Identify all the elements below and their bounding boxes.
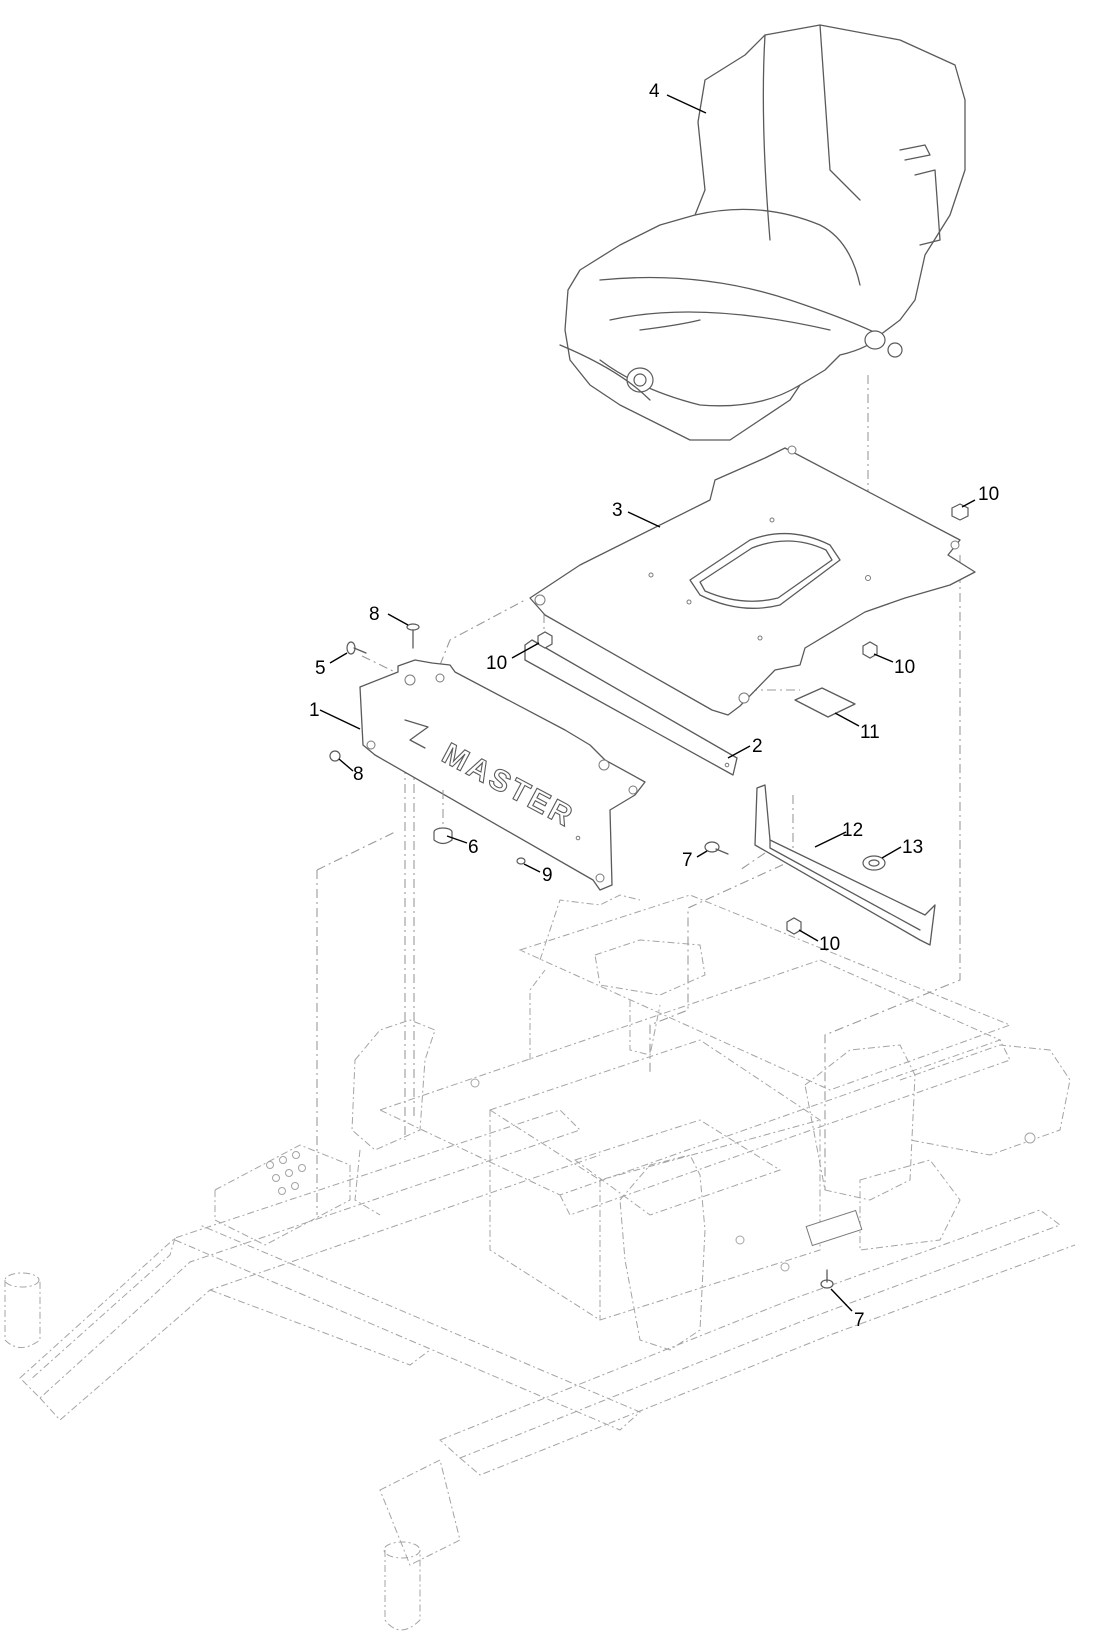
side-bracket <box>754 784 936 946</box>
callout-3: 3 <box>612 500 623 521</box>
callout-7: 7 <box>682 850 693 871</box>
callout-5: 5 <box>315 658 326 679</box>
callout-9: 9 <box>542 865 553 886</box>
callout-10: 10 <box>486 653 507 674</box>
callout-7: 7 <box>854 1310 865 1331</box>
callout-4: 4 <box>649 81 660 102</box>
hardware <box>329 503 969 1289</box>
callout-8: 8 <box>353 764 364 785</box>
callout-10: 10 <box>894 657 915 678</box>
callout-6: 6 <box>468 837 479 858</box>
seat <box>559 24 966 441</box>
callout-1: 1 <box>309 700 320 721</box>
assembly-lines <box>316 375 961 1215</box>
callout-labels: 4 3 10 8 5 10 10 1 11 2 8 6 9 12 13 7 10… <box>309 81 999 1331</box>
mounting-strip <box>524 639 738 776</box>
callout-12: 12 <box>842 820 863 841</box>
callout-2: 2 <box>752 736 763 757</box>
callout-8: 8 <box>369 604 380 625</box>
callout-10: 10 <box>819 934 840 955</box>
callout-13: 13 <box>902 837 923 858</box>
callout-11: 11 <box>860 722 880 743</box>
decal <box>794 687 856 718</box>
callout-leaders <box>319 94 976 1312</box>
callout-10: 10 <box>978 484 999 505</box>
seat-mount-plate <box>529 445 976 716</box>
mower-frame <box>4 894 1076 1631</box>
